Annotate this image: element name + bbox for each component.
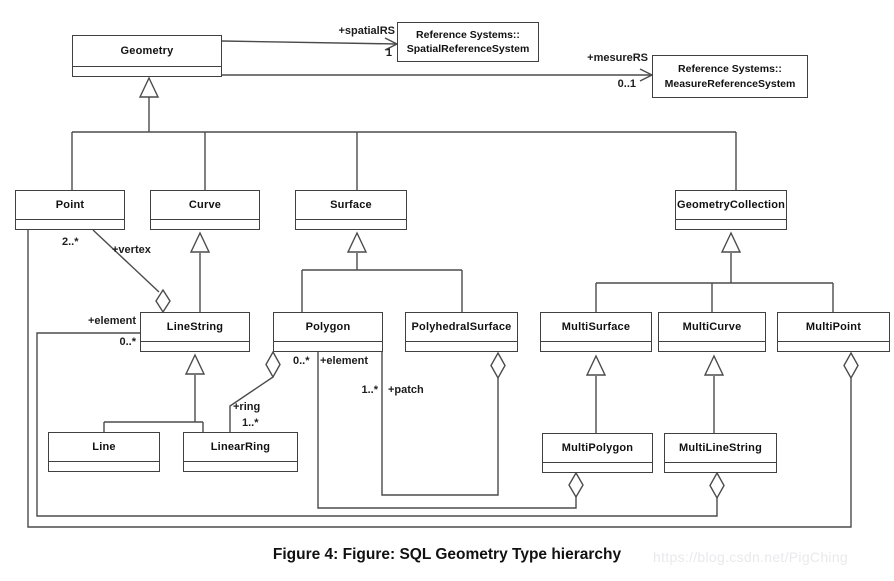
attribute-compartment [141, 341, 249, 351]
class-box-geometry: Geometry [72, 35, 222, 77]
attribute-compartment [676, 219, 786, 229]
class-box-multipolygon: MultiPolygon [542, 433, 653, 473]
role-label-spatialrs: +spatialRS [338, 25, 395, 37]
aggregation-multipoint-point [27, 230, 859, 528]
class-box-surface: Surface [295, 190, 407, 230]
generalization-triangle-icon [703, 354, 725, 376]
aggregation-diamond-icon [709, 471, 725, 500]
aggregation-multipolygon-polygon [317, 352, 584, 509]
generalization-geometrycollection-children [595, 231, 834, 312]
attribute-compartment [16, 219, 124, 229]
role-label-patch: +patch [388, 384, 424, 396]
aggregation-diamond-icon [843, 351, 859, 380]
generalization-triangle-icon [138, 76, 160, 98]
association-mesurers [222, 68, 654, 82]
aggregation-polyhedralsurface-polygon [381, 351, 506, 496]
attribute-compartment [296, 219, 406, 229]
attribute-compartment [49, 461, 159, 471]
class-box-multisurface: MultiSurface [540, 312, 652, 352]
class-box-line: Line [48, 432, 160, 472]
aggregation-linestring-point-vertex [92, 229, 171, 314]
class-name: Line [92, 441, 116, 453]
multiplicity-label-spatialrs: 1 [385, 47, 392, 59]
class-name: LineString [166, 321, 224, 333]
class-box-multicurve: MultiCurve [658, 312, 766, 352]
attribute-compartment [659, 341, 765, 351]
class-name: Surface [330, 199, 372, 211]
aggregation-diamond-icon [568, 471, 584, 499]
watermark-url: https://blog.csdn.net/PigChing [653, 549, 849, 565]
class-name: Geometry [120, 45, 174, 57]
attribute-compartment [541, 341, 651, 351]
class-box-linearring: LinearRing [183, 432, 298, 472]
generalization-triangle-icon [585, 354, 607, 376]
class-name: Polygon [305, 321, 351, 333]
class-box-geometrycollection: GeometryCollection [675, 190, 787, 230]
generalization-multicurve-multilinestring [703, 354, 725, 433]
attribute-compartment [778, 341, 889, 351]
class-box-linestring: LineString [140, 312, 250, 352]
attribute-compartment [543, 462, 652, 472]
class-name: SpatialReferenceSystem [406, 43, 530, 55]
class-name: MultiCurve [682, 321, 742, 333]
role-label-ring: +ring [233, 401, 261, 413]
class-box-curve: Curve [150, 190, 260, 230]
multiplicity-label-polygon-element: 0..* [293, 355, 310, 367]
class-box-multilinestring: MultiLineString [664, 433, 777, 473]
generalization-triangle-icon [346, 231, 368, 253]
class-name: LinearRing [210, 441, 271, 453]
role-label-polygon-element: +element [320, 355, 368, 367]
generalization-triangle-icon [189, 231, 211, 253]
class-box-multipoint: MultiPoint [777, 312, 890, 352]
multiplicity-label-vertex: 2..* [62, 236, 79, 248]
attribute-compartment [274, 341, 382, 351]
aggregation-polygon-linearring [229, 350, 281, 432]
package-name: Reference Systems:: [416, 28, 520, 41]
multiplicity-label-linestring-element: 0..* [119, 336, 136, 348]
class-box-polygon: Polygon [273, 312, 383, 352]
multiplicity-label-ring: 1..* [242, 417, 259, 429]
role-label-linestring-element: +element [88, 315, 136, 327]
class-name: MultiPoint [805, 321, 862, 333]
package-name: Reference Systems:: [678, 63, 782, 76]
multiplicity-label-patch: 1..* [361, 384, 378, 396]
class-name: MultiPolygon [561, 442, 634, 454]
class-name: Curve [188, 199, 222, 211]
association-spatialrs [221, 37, 399, 51]
class-name: Point [55, 199, 85, 211]
generalization-curve-linestring [189, 231, 211, 312]
aggregation-diamond-icon [155, 288, 171, 314]
aggregation-multilinestring-linestring [36, 332, 725, 517]
role-label-mesurers: +mesureRS [587, 52, 648, 64]
generalization-linestring-children [103, 353, 206, 432]
class-name: MeasureReferenceSystem [664, 77, 796, 90]
generalization-surface-children [301, 231, 463, 312]
generalization-geometry-children [71, 76, 737, 190]
attribute-compartment [406, 341, 517, 351]
generalization-triangle-icon [184, 353, 206, 375]
figure-caption: Figure 4: Figure: SQL Geometry Type hier… [272, 546, 622, 563]
class-box-polyhedralsurface: PolyhedralSurface [405, 312, 518, 352]
attribute-compartment [665, 462, 776, 472]
attribute-compartment [184, 461, 297, 471]
attribute-compartment [151, 219, 259, 229]
class-name: PolyhedralSurface [411, 321, 512, 333]
class-name: MultiLineString [678, 442, 763, 454]
aggregation-diamond-icon [265, 350, 281, 379]
class-box-measurereferencesystem: Reference Systems:: MeasureReferenceSyst… [652, 55, 808, 98]
generalization-multisurface-multipolygon [585, 354, 607, 433]
multiplicity-label-mesurers: 0..1 [617, 78, 636, 90]
class-name: GeometryCollection [676, 199, 786, 211]
aggregation-diamond-icon [490, 351, 506, 380]
class-box-spatialreferencesystem: Reference Systems:: SpatialReferenceSyst… [397, 22, 539, 62]
generalization-triangle-icon [720, 231, 742, 253]
role-label-vertex: +vertex [112, 244, 151, 256]
attribute-compartment [73, 66, 221, 76]
class-name: MultiSurface [561, 321, 631, 333]
class-box-point: Point [15, 190, 125, 230]
